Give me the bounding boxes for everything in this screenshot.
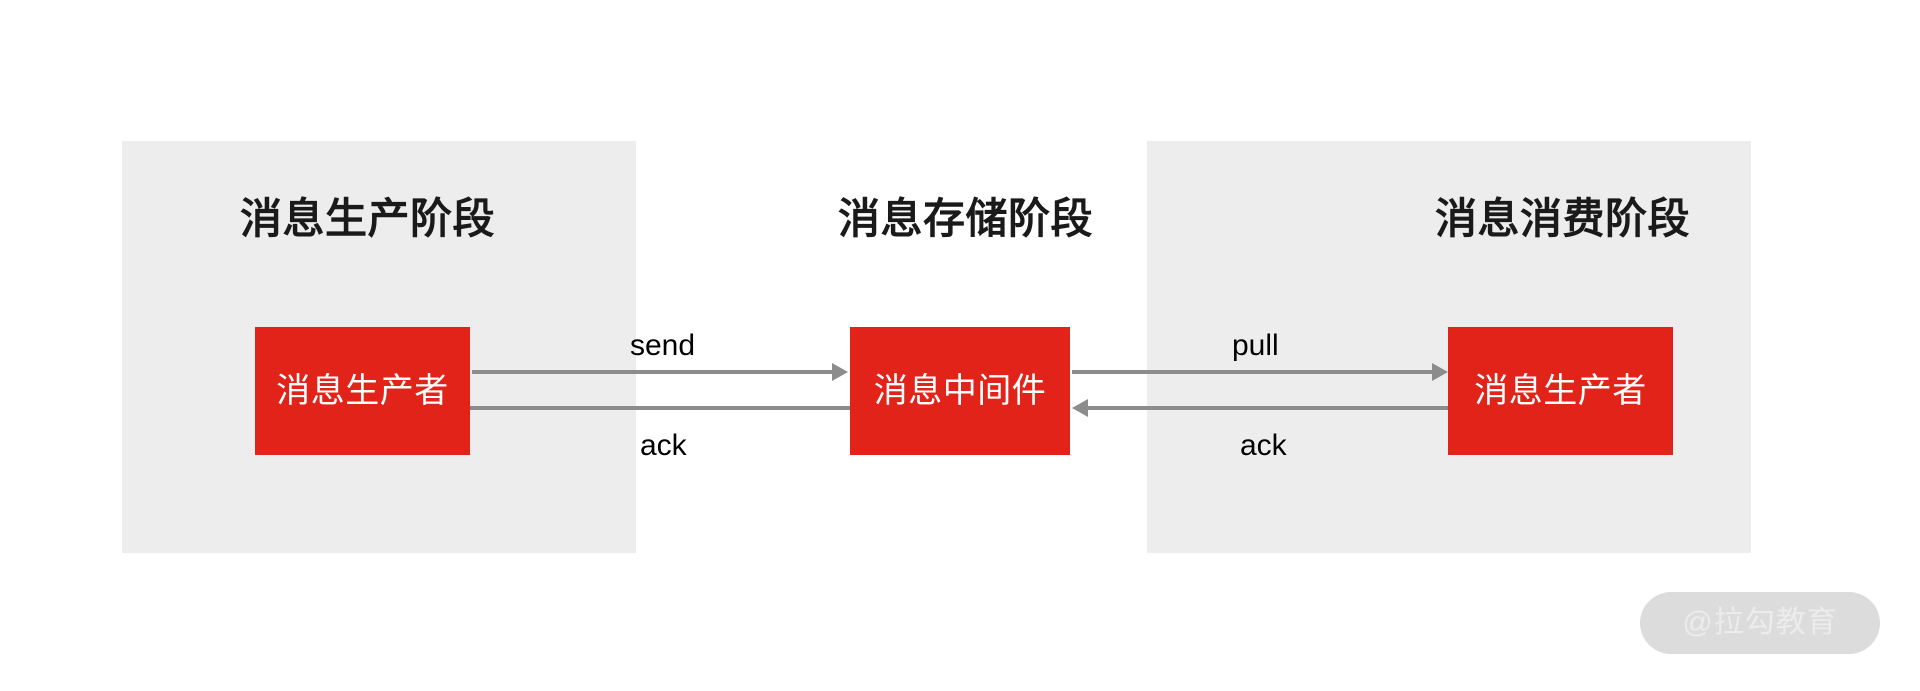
connector-send-line [472,370,834,374]
arrow-head-left-icon [1072,399,1088,417]
stage-title-produce: 消息生产阶段 [240,195,496,242]
connector-send-ack-line [414,406,850,410]
node-label-message-producer: 消息生产者 [276,372,449,410]
connector-pull-line [1072,370,1434,374]
node-message-broker: 消息中间件 [850,327,1070,455]
connector-pull-ack-line [1086,406,1448,410]
arrow-head-right-icon [1432,363,1448,381]
connector-pull-ack [1072,399,1448,417]
node-message-producer: 消息生产者 [255,327,470,455]
stage-title-consume: 消息消费阶段 [1435,195,1691,242]
node-label-message-consumer: 消息生产者 [1474,372,1647,410]
node-label-message-broker: 消息中间件 [873,372,1047,410]
node-message-consumer: 消息生产者 [1448,327,1673,455]
arrow-head-right-icon [832,363,848,381]
connector-label-pull-ack: ack [1240,429,1287,462]
watermark-badge: @拉勾教育 [1640,592,1880,654]
connector-label-send: send [630,329,696,362]
connector-send [472,363,848,381]
watermark-text: @拉勾教育 [1682,606,1838,639]
stage-title-store: 消息存储阶段 [838,195,1094,242]
connector-pull [1072,363,1448,381]
connector-label-pull: pull [1232,329,1279,362]
connector-label-send-ack: ack [640,429,687,462]
